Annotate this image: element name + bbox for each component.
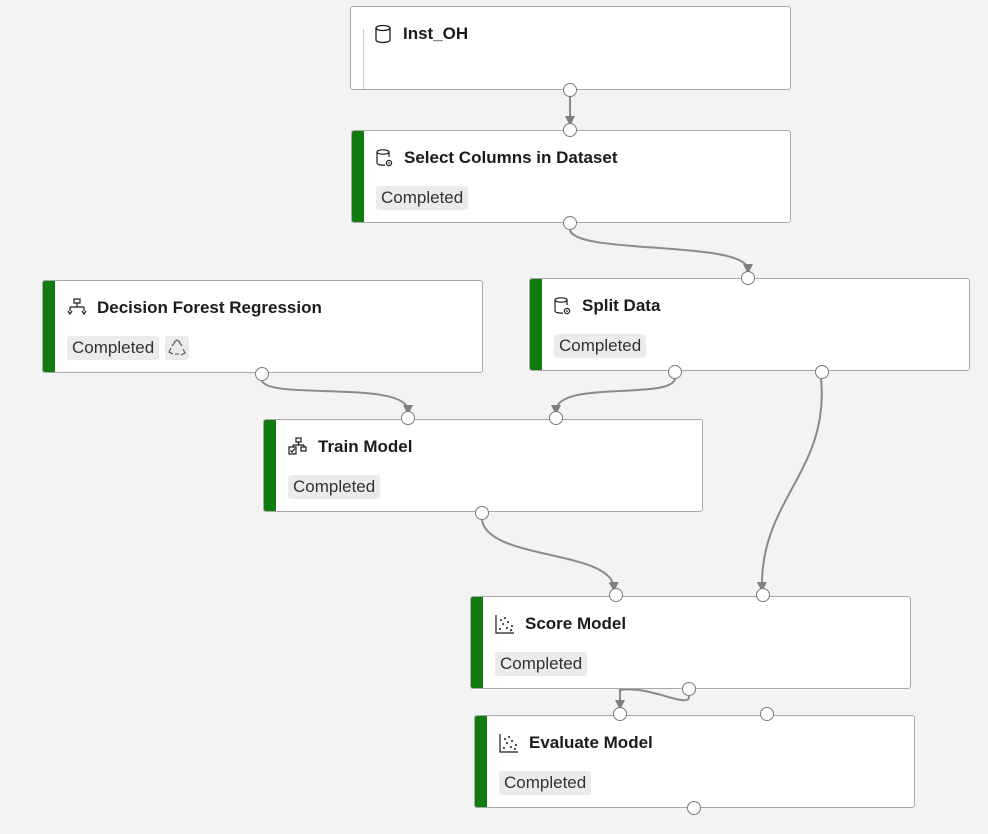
node-split-data[interactable]: Split Data Completed <box>529 278 970 371</box>
dataset-gear-icon <box>554 297 571 315</box>
status-badge: Completed <box>554 334 647 358</box>
output-port[interactable] <box>475 506 489 520</box>
input-port-1[interactable] <box>401 411 415 425</box>
node-title: Select Columns in Dataset <box>404 148 618 167</box>
input-port[interactable] <box>563 123 577 137</box>
node-train-model[interactable]: Train Model Completed <box>263 419 703 512</box>
recycle-icon <box>165 336 190 360</box>
node-decision-forest-regression[interactable]: Decision Forest Regression Completed <box>42 280 483 373</box>
input-port-2[interactable] <box>760 707 774 721</box>
edge-select-to-split[interactable] <box>569 229 753 274</box>
input-port[interactable] <box>741 271 755 285</box>
node-select-columns[interactable]: Select Columns in Dataset Completed <box>351 130 791 223</box>
edge-forest-to-train[interactable] <box>261 380 413 415</box>
node-divider <box>363 29 364 89</box>
status-badge: Completed <box>499 771 592 795</box>
output-port-2[interactable] <box>815 365 829 379</box>
edge-split-to-train[interactable] <box>551 378 676 415</box>
dataset-icon <box>375 24 391 44</box>
status-badge: Completed <box>67 336 160 360</box>
status-bar-completed <box>471 597 483 688</box>
status-bar-completed <box>475 716 487 807</box>
input-port-2[interactable] <box>549 411 563 425</box>
output-port-1[interactable] <box>668 365 682 379</box>
input-port-1[interactable] <box>613 707 627 721</box>
tree-icon <box>67 298 87 316</box>
status-badge: Completed <box>376 186 469 210</box>
edge-score-to-evaluate[interactable] <box>615 688 691 710</box>
edge-split-to-score[interactable] <box>756 378 823 592</box>
dataset-gear-icon <box>376 149 393 167</box>
status-bar-completed <box>264 420 276 511</box>
output-port[interactable] <box>563 83 577 97</box>
node-score-model[interactable]: Score Model Completed <box>470 596 911 689</box>
status-bar-completed <box>530 279 542 370</box>
train-model-icon <box>288 437 307 455</box>
output-port[interactable] <box>687 801 701 815</box>
status-bar-completed <box>352 131 364 222</box>
node-inst-oh[interactable]: Inst_OH <box>350 6 791 90</box>
input-port-2[interactable] <box>756 588 770 602</box>
node-title: Score Model <box>525 614 627 633</box>
node-title: Inst_OH <box>403 24 469 43</box>
output-port[interactable] <box>682 682 696 696</box>
output-port[interactable] <box>563 216 577 230</box>
status-badge: Completed <box>495 652 588 676</box>
output-port[interactable] <box>255 367 269 381</box>
scatter-icon <box>495 615 514 634</box>
input-port-1[interactable] <box>609 588 623 602</box>
node-evaluate-model[interactable]: Evaluate Model Completed <box>474 715 915 808</box>
node-title: Train Model <box>318 437 413 456</box>
node-title: Split Data <box>582 296 661 315</box>
node-title: Decision Forest Regression <box>97 298 322 317</box>
edge-train-to-score[interactable] <box>481 519 619 592</box>
scatter-icon <box>499 734 518 753</box>
status-badge: Completed <box>288 475 381 499</box>
node-title: Evaluate Model <box>529 733 653 752</box>
status-bar-completed <box>43 281 55 372</box>
